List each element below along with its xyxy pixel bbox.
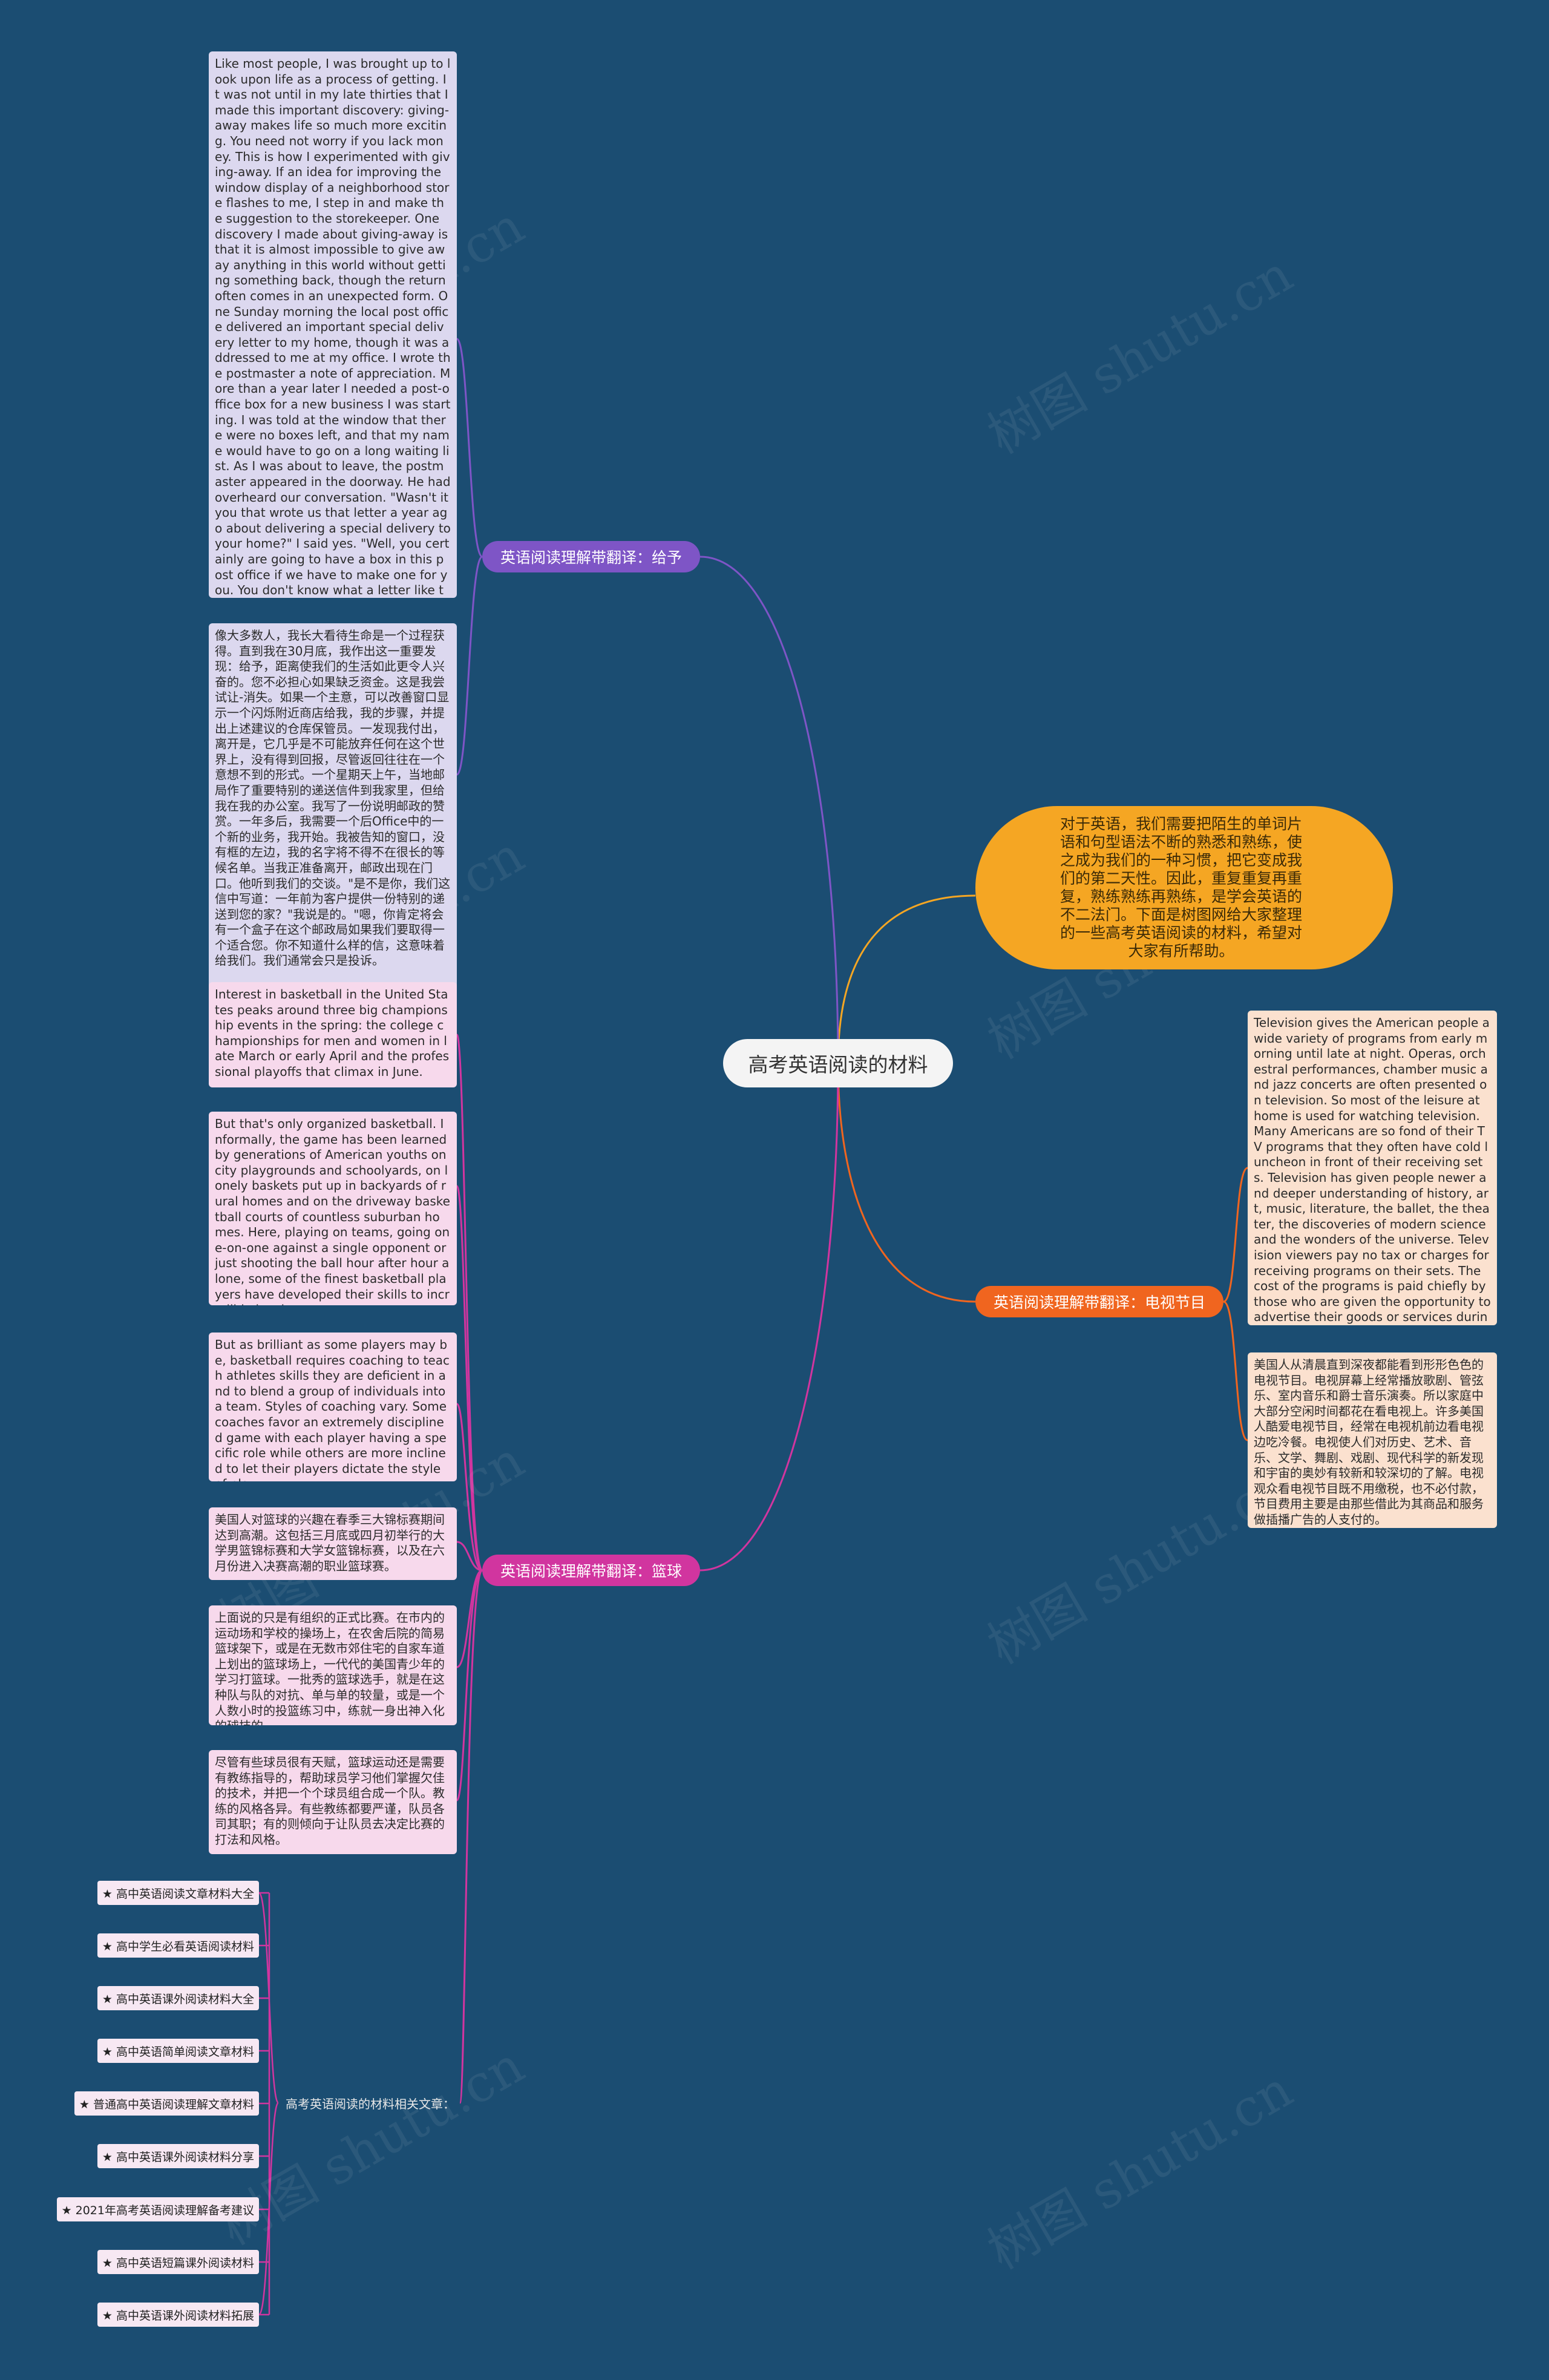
basketball-chinese-p2: 上面说的只是有组织的正式比赛。在市内的运动场和学校的操场上，在农舍后院的简易篮球… <box>209 1605 457 1725</box>
related-article-link[interactable]: ★ 高中学生必看英语阅读材料 <box>97 1933 259 1958</box>
giving-chinese-text: 像大多数人，我长大看待生命是一个过程获得。直到我在30月底，我作出这一重要发现：… <box>209 623 457 1000</box>
link-root-tv <box>837 1063 976 1303</box>
related-article-link[interactable]: ★ 高中英语简单阅读文章材料 <box>97 2039 259 2063</box>
link-bb-6 <box>456 1569 483 1801</box>
link-tv-zh <box>1223 1300 1248 1441</box>
link-giving-zh <box>456 556 483 776</box>
link-bb-3 <box>456 1403 483 1572</box>
branch-giving[interactable]: 英语阅读理解带翻译：给予 <box>482 541 700 572</box>
root-topic[interactable]: 高考英语阅读的材料 <box>723 1039 953 1087</box>
related-article-link[interactable]: ★ 高中英语短篇课外阅读材料 <box>97 2250 259 2274</box>
link-giving-en <box>456 338 483 558</box>
related-article-link[interactable]: ★ 高中英语课外阅读材料大全 <box>97 1986 259 2010</box>
related-article-link[interactable]: ★ 高中英语课外阅读材料拓展 <box>97 2303 259 2327</box>
link-bb-related <box>459 1569 483 2104</box>
link-root-basketball <box>699 1063 839 1572</box>
link-bb-1 <box>456 1034 483 1572</box>
branch-tv[interactable]: 英语阅读理解带翻译：电视节目 <box>975 1286 1223 1317</box>
basketball-chinese-p3: 尽管有些球员很有天赋，篮球运动还是需要有教练指导的，帮助球员学习他们掌握欠佳的技… <box>209 1750 457 1854</box>
link-root-giving <box>699 556 839 1064</box>
tv-chinese-text: 美国人从清晨直到深夜都能看到形形色色的电视节目。电视屏幕上经常播放歌剧、管弦乐、… <box>1248 1352 1497 1528</box>
related-article-link[interactable]: ★ 高中英语阅读文章材料大全 <box>97 1881 259 1905</box>
link-bb-4 <box>456 1541 483 1572</box>
basketball-english-p3: But as brilliant as some players may be,… <box>209 1333 457 1481</box>
intro-text: 对于英语，我们需要把陌生的单词片语和句型语法不断的熟悉和熟练，使之成为我们的一种… <box>1060 815 1303 960</box>
giving-english-text: Like most people, I was brought up to lo… <box>209 51 457 598</box>
link-bb-2 <box>456 1185 483 1572</box>
link-root-intro <box>837 894 976 1064</box>
related-article-link[interactable]: ★ 2021年高考英语阅读理解备考建议 <box>56 2197 259 2221</box>
link-tv-en <box>1223 1167 1248 1303</box>
related-ticks <box>259 1892 269 2316</box>
related-article-link[interactable]: ★ 普通高中英语阅读理解文章材料 <box>74 2091 259 2116</box>
related-article-link[interactable]: ★ 高中英语课外阅读材料分享 <box>97 2144 259 2168</box>
basketball-english-p1: Interest in basketball in the United Sta… <box>209 982 457 1087</box>
related-articles-heading[interactable]: 高考英语阅读的材料相关文章： <box>286 2096 455 2111</box>
tv-english-text: Television gives the American people a w… <box>1248 1011 1497 1325</box>
basketball-english-p2: But that's only organized basketball. In… <box>209 1112 457 1305</box>
intro-node[interactable]: 对于英语，我们需要把陌生的单词片语和句型语法不断的熟悉和熟练，使之成为我们的一种… <box>975 806 1393 969</box>
branch-basketball[interactable]: 英语阅读理解带翻译：篮球 <box>482 1555 700 1586</box>
basketball-chinese-p1: 美国人对篮球的兴趣在春季三大锦标赛期间达到高潮。这包括三月底或四月初举行的大学男… <box>209 1507 457 1580</box>
